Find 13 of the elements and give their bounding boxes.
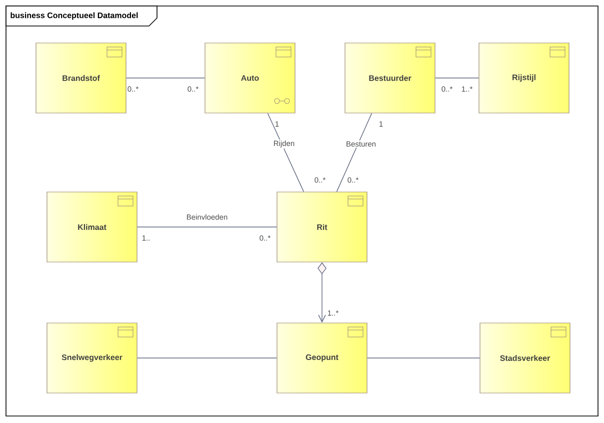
class-box: Rit: [276, 192, 368, 262]
class-box: Geopunt: [276, 322, 368, 394]
association-line: [336, 112, 372, 192]
frame-title-tab: business Conceptueel Datamodel: [6, 6, 158, 26]
class-box: Rijstijl: [478, 42, 570, 114]
class-box: Bestuurder: [344, 42, 436, 114]
class-box: Brandstof: [36, 42, 126, 114]
association-line: [136, 226, 278, 228]
class-box: Auto: [204, 42, 296, 114]
class-box: Klimaat: [46, 192, 138, 262]
association-line: [267, 112, 304, 192]
class-box: Snelwegverkeer: [46, 322, 138, 394]
class-box: Stadsverkeer: [480, 322, 570, 394]
